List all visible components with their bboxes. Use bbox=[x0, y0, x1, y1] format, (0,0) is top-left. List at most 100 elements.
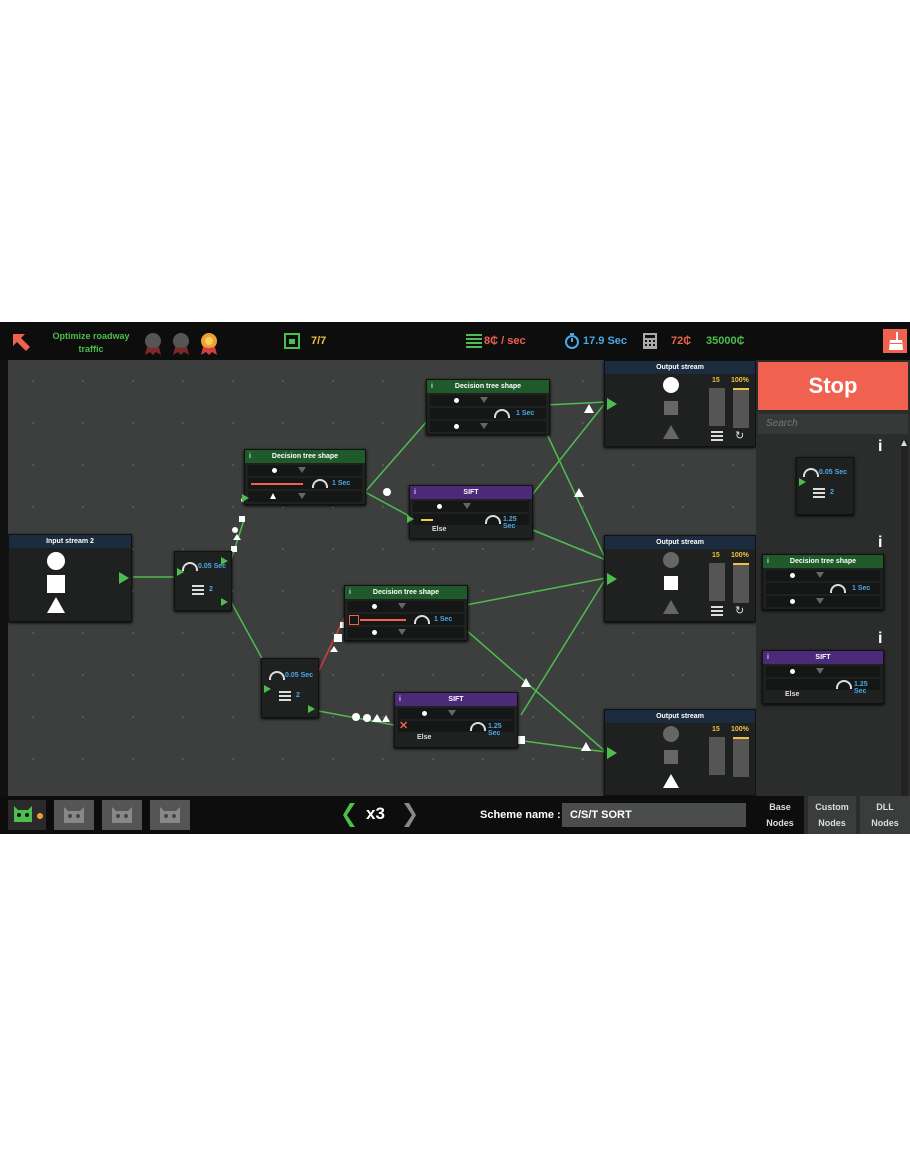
triangle-shape bbox=[663, 600, 679, 614]
output-percent: 100% bbox=[731, 377, 749, 384]
scroll-up-icon[interactable] bbox=[901, 440, 907, 446]
info-icon[interactable]: i bbox=[767, 654, 769, 661]
refresh-icon[interactable]: ↻ bbox=[735, 605, 745, 617]
rule-row[interactable] bbox=[766, 666, 880, 677]
rule-row[interactable]: 1 Sec bbox=[248, 478, 362, 489]
dropdown-caret-icon[interactable] bbox=[398, 629, 406, 635]
output-stream-node[interactable]: Output stream 15 100% bbox=[604, 709, 756, 796]
info-icon[interactable]: i bbox=[431, 383, 433, 390]
rule-row[interactable] bbox=[398, 708, 514, 719]
info-icon[interactable]: i bbox=[878, 534, 883, 551]
rule-row[interactable]: 1.25 Sec bbox=[766, 679, 880, 695]
dropdown-caret-icon[interactable] bbox=[816, 598, 824, 604]
rule-row[interactable]: ✕1.25 Sec bbox=[398, 720, 514, 737]
input-port[interactable] bbox=[607, 398, 617, 410]
progress-counter: 7/7 bbox=[311, 335, 327, 347]
speed-gauge-icon bbox=[494, 409, 510, 418]
speed-gauge-icon bbox=[470, 722, 486, 731]
dropdown-caret-icon[interactable] bbox=[298, 467, 306, 473]
output-stream-node[interactable]: Output stream 15 100% ↻ bbox=[604, 360, 756, 447]
rule-row[interactable]: 1 Sec bbox=[348, 614, 464, 625]
flow-shape bbox=[328, 622, 350, 660]
rule-row[interactable] bbox=[766, 596, 880, 607]
queue-node[interactable]: 0.05 Sec 2 bbox=[174, 551, 232, 611]
rule-row[interactable]: 1 Sec bbox=[430, 408, 546, 419]
info-icon[interactable]: i bbox=[349, 589, 351, 596]
output-port[interactable] bbox=[308, 705, 315, 713]
input-port[interactable] bbox=[407, 515, 414, 523]
info-icon[interactable]: i bbox=[767, 558, 769, 565]
agent-slot[interactable] bbox=[54, 800, 94, 830]
input-port[interactable] bbox=[177, 568, 184, 576]
speed-gauge-icon bbox=[485, 515, 501, 524]
tab-label: Nodes bbox=[818, 818, 846, 828]
dropdown-caret-icon[interactable] bbox=[480, 423, 488, 429]
scrollbar[interactable] bbox=[901, 440, 908, 814]
info-icon[interactable]: i bbox=[399, 696, 401, 703]
rule-row[interactable]: 1.25 Sec bbox=[413, 514, 529, 530]
dropdown-caret-icon[interactable] bbox=[816, 668, 824, 674]
progress-bar bbox=[360, 619, 406, 621]
agent-slot-active[interactable] bbox=[8, 800, 46, 830]
palette-queue-node[interactable]: 0.05 Sec 2 bbox=[796, 457, 854, 515]
dropdown-caret-icon[interactable] bbox=[480, 397, 488, 403]
input-port[interactable] bbox=[607, 747, 617, 759]
queue-speed: 0.05 Sec bbox=[285, 672, 314, 679]
flow-shape bbox=[521, 678, 531, 687]
tab-label: Custom bbox=[815, 802, 849, 812]
info-icon[interactable]: i bbox=[878, 630, 883, 647]
rule-row[interactable]: 1 Sec bbox=[766, 583, 880, 594]
dropdown-caret-icon[interactable] bbox=[463, 503, 471, 509]
output-port[interactable] bbox=[221, 598, 228, 606]
search-input[interactable]: Search bbox=[758, 414, 908, 434]
queue-node[interactable]: 0.05 Sec 2 bbox=[261, 658, 319, 718]
info-icon[interactable]: i bbox=[878, 438, 883, 455]
rule-row[interactable] bbox=[348, 627, 464, 638]
speed-down-chevron-icon[interactable] bbox=[343, 802, 357, 828]
rule-row[interactable] bbox=[430, 395, 546, 406]
back-arrow-icon[interactable] bbox=[10, 331, 32, 353]
input-port[interactable] bbox=[799, 478, 806, 486]
agent-slot[interactable] bbox=[102, 800, 142, 830]
info-icon[interactable]: i bbox=[249, 453, 251, 460]
circle-shape bbox=[372, 604, 377, 609]
speed-up-chevron-icon[interactable] bbox=[402, 802, 416, 828]
rule-row[interactable] bbox=[766, 570, 880, 581]
rule-row[interactable] bbox=[348, 601, 464, 612]
dropdown-caret-icon[interactable] bbox=[398, 603, 406, 609]
rule-row[interactable] bbox=[430, 421, 546, 432]
dropdown-caret-icon[interactable] bbox=[448, 710, 456, 716]
input-port[interactable] bbox=[264, 685, 271, 693]
output-stream-node[interactable]: Output stream 15 100% ↻ bbox=[604, 535, 756, 622]
game-window: Optimize roadway traffic 7/7 8₵ / sec 17… bbox=[0, 322, 910, 834]
input-port[interactable] bbox=[607, 573, 617, 585]
refresh-icon[interactable]: ↻ bbox=[735, 430, 745, 442]
input-stream-node[interactable]: Input stream 2 bbox=[8, 534, 132, 622]
dropdown-caret-icon[interactable] bbox=[816, 572, 824, 578]
flow-shape bbox=[574, 488, 584, 497]
scheme-name-input[interactable]: C/S/T SORT bbox=[562, 803, 746, 827]
agent-slot[interactable] bbox=[150, 800, 190, 830]
rule-row[interactable] bbox=[248, 465, 362, 476]
dropdown-caret-icon[interactable] bbox=[298, 493, 306, 499]
clear-button[interactable] bbox=[883, 329, 907, 353]
circle-shape bbox=[790, 669, 795, 674]
output-port[interactable] bbox=[221, 557, 228, 565]
stop-button[interactable]: Stop bbox=[758, 362, 908, 410]
rule-row[interactable] bbox=[248, 491, 362, 502]
info-icon[interactable]: i bbox=[414, 489, 416, 496]
rule-row[interactable] bbox=[413, 501, 529, 512]
input-port[interactable] bbox=[242, 494, 249, 502]
output-port[interactable] bbox=[119, 572, 129, 584]
